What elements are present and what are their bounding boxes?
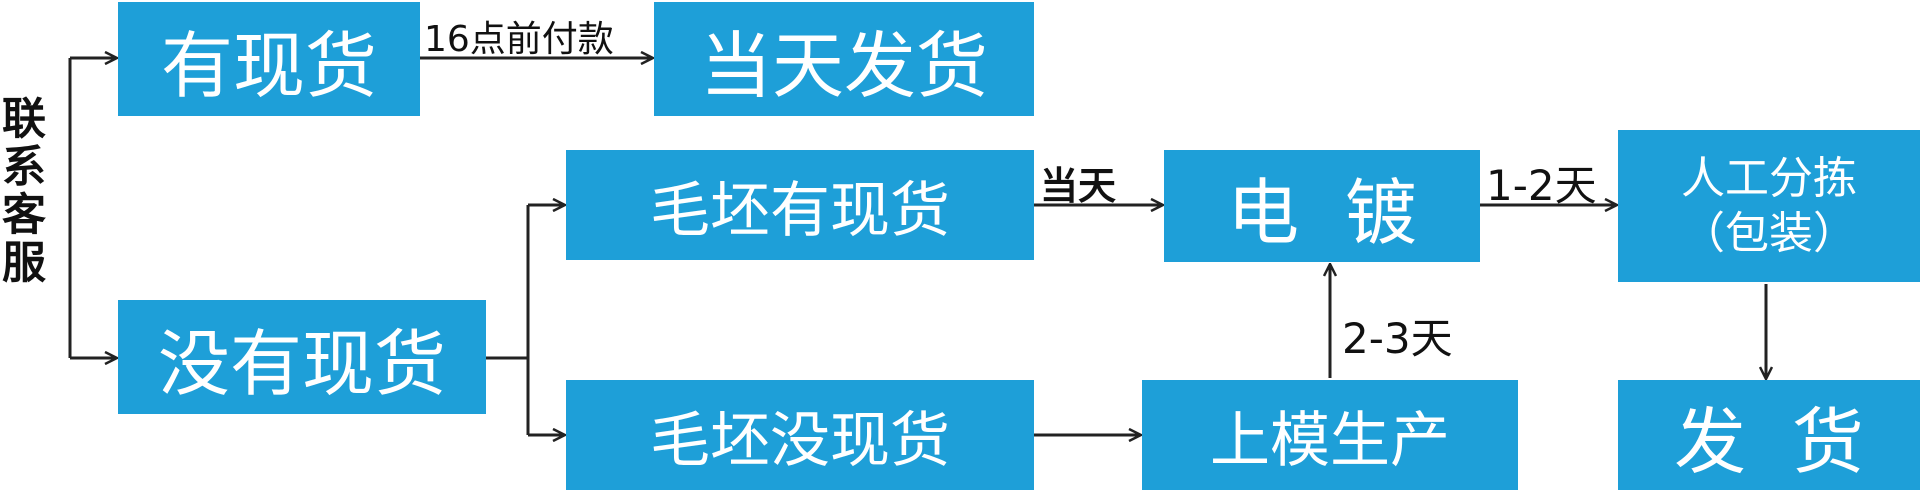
node-mold-production: 上模生产 — [1142, 380, 1518, 490]
node-plating: 电 镀 — [1164, 150, 1480, 262]
node-same-day-ship: 当天发货 — [654, 2, 1034, 116]
edge-label-two-three-days: 2-3天 — [1342, 314, 1453, 363]
edge-label-pay-before-16: 16点前付款 — [424, 19, 614, 60]
edge-label-one-two-days: 1-2天 — [1486, 161, 1597, 210]
sorting-line-2: （包装） — [1681, 208, 1857, 259]
contact-service-label: 联系客服 — [0, 95, 45, 287]
node-in-stock: 有现货 — [118, 2, 420, 116]
node-no-stock: 没有现货 — [118, 300, 486, 414]
edge-label-same-day: 当天 — [1040, 164, 1117, 208]
node-blank-in-stock: 毛坯有现货 — [566, 150, 1034, 260]
node-ship: 发 货 — [1618, 380, 1920, 490]
sorting-line-1: 人工分拣 — [1681, 153, 1857, 204]
node-blank-no-stock: 毛坯没现货 — [566, 380, 1034, 490]
node-manual-sorting: 人工分拣 （包装） — [1618, 130, 1920, 282]
